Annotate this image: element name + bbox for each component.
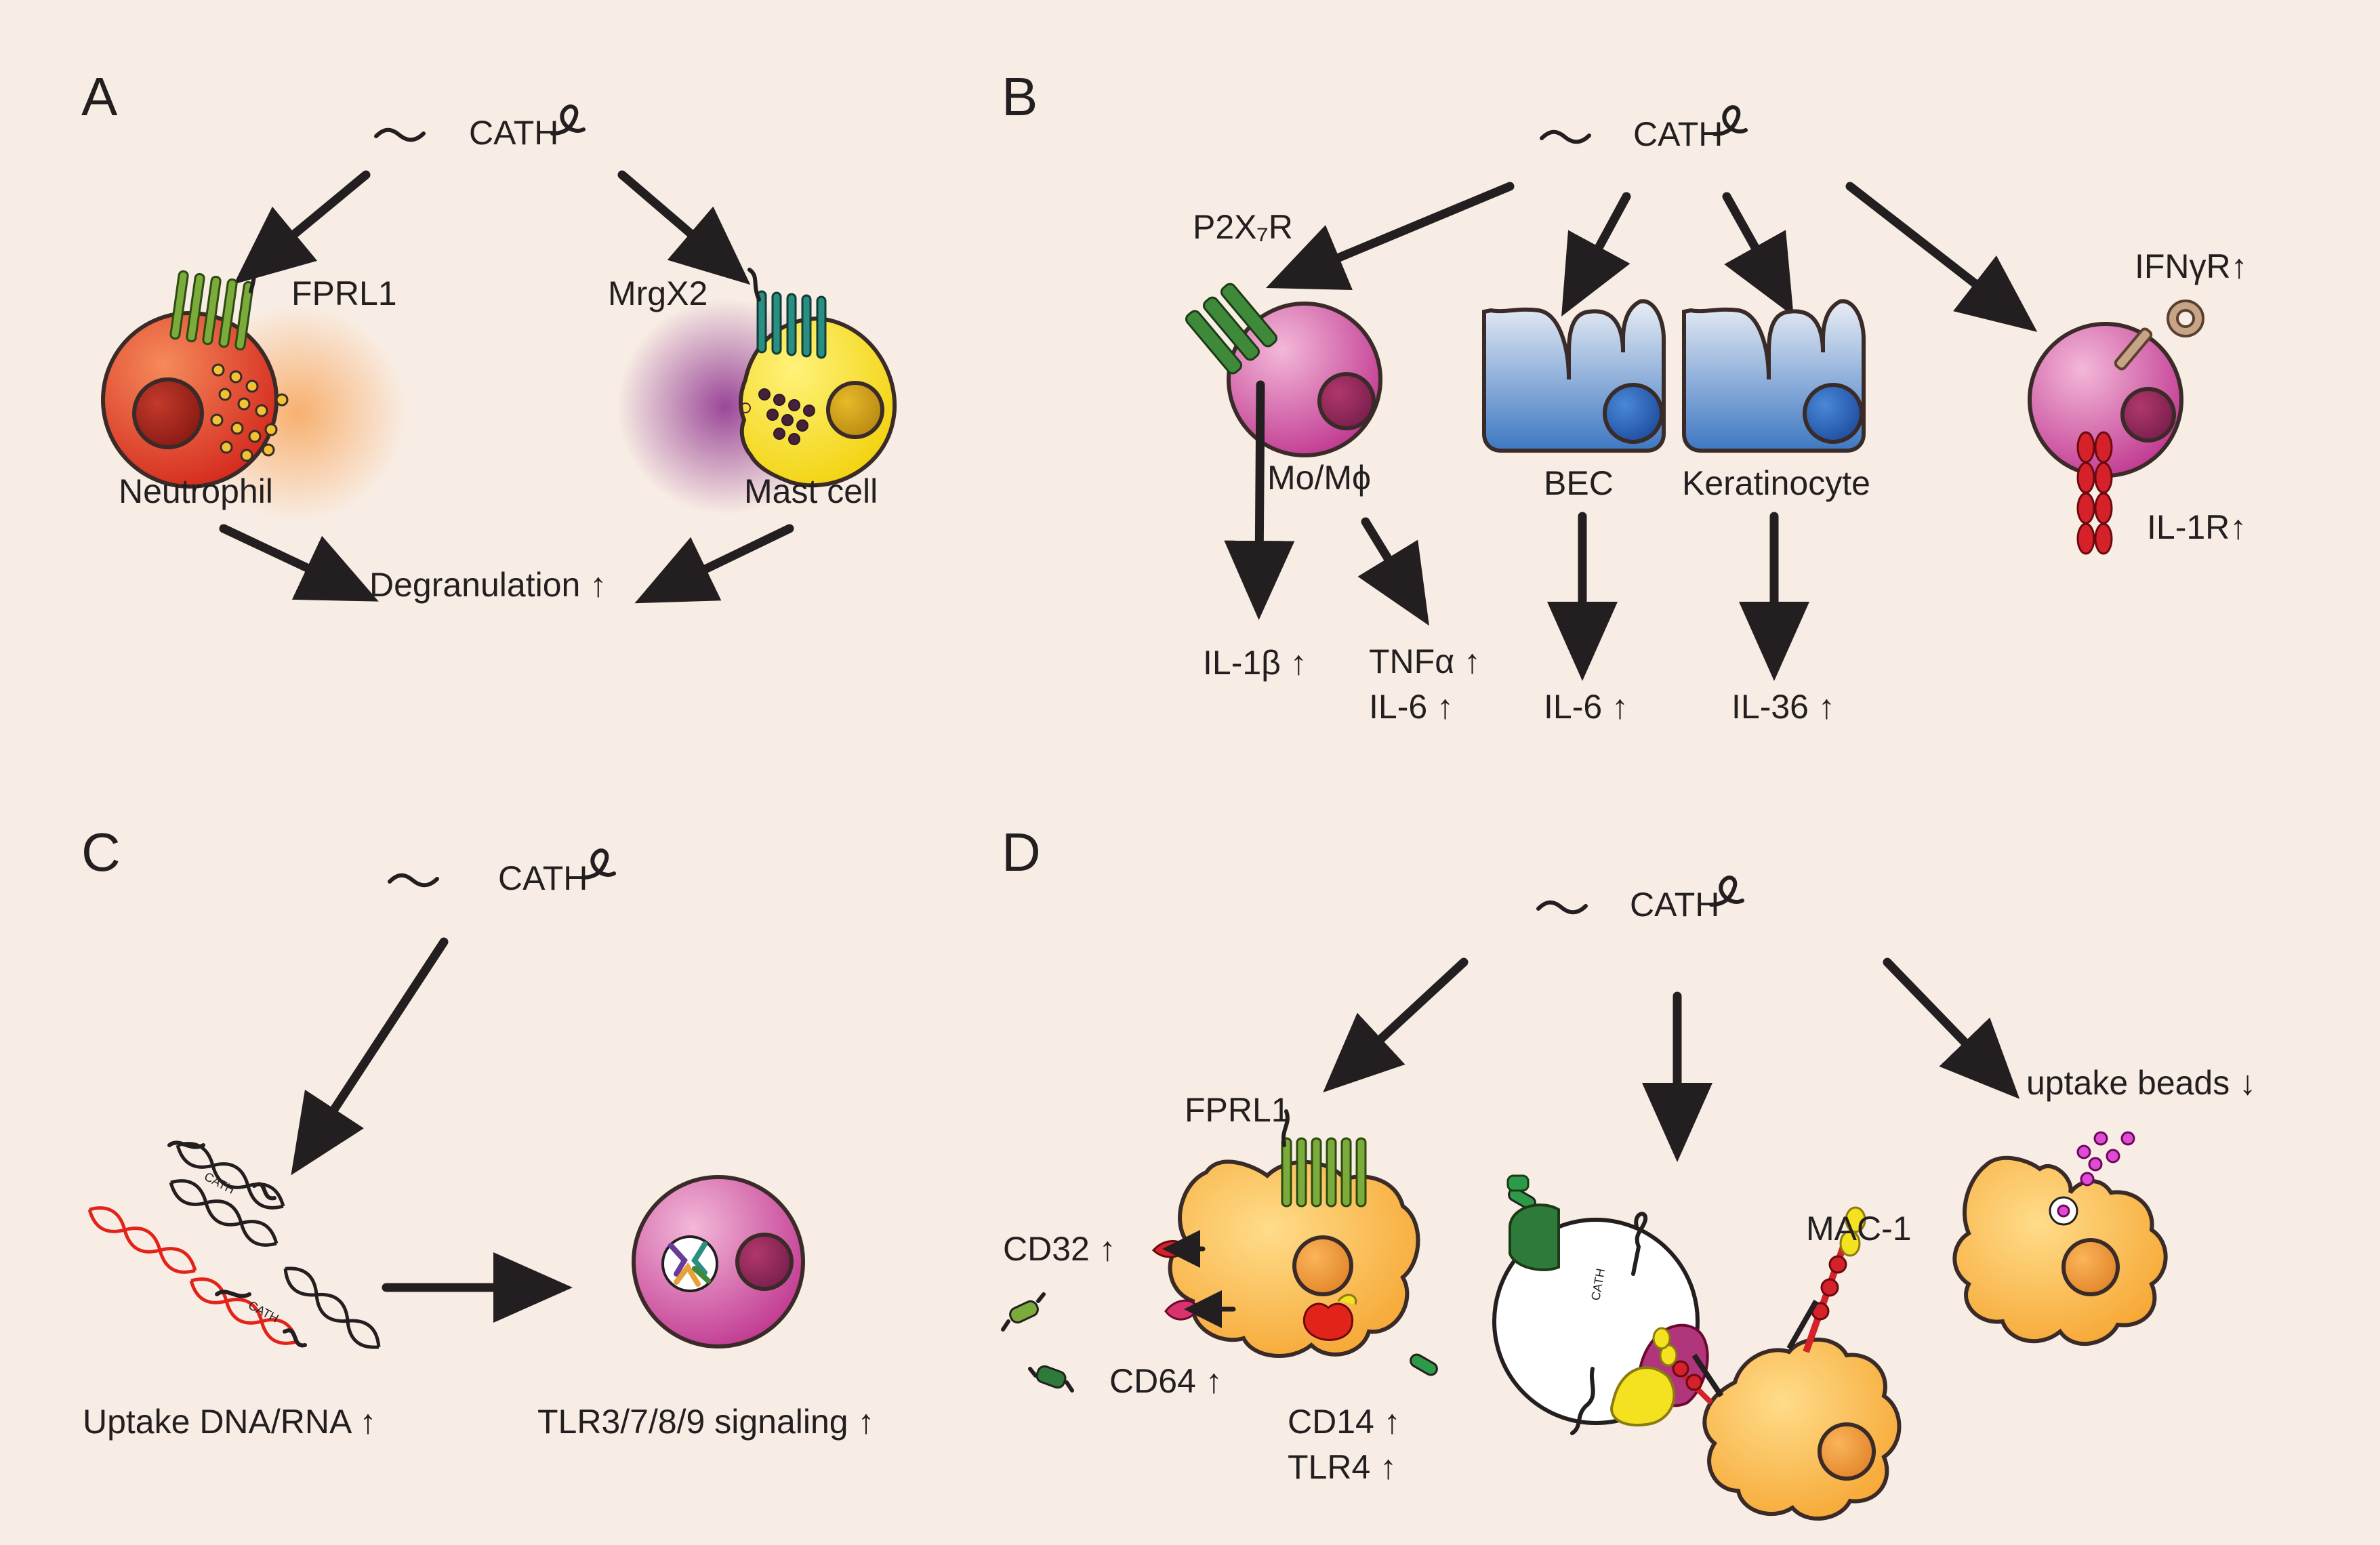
panel-a-letter: A xyxy=(81,66,118,127)
panel-c: C CATH CATH CATH xyxy=(81,822,875,1441)
il36-label: IL-36 ↑ xyxy=(1731,688,1835,726)
arrow-to-nucleic-acids xyxy=(291,937,449,1176)
tlr-signaling-label: TLR3/7/8/9 signaling ↑ xyxy=(537,1403,875,1441)
monocyte-cell-right xyxy=(2028,322,2183,478)
mast-cell xyxy=(739,316,897,488)
fprl1-receptor-icon xyxy=(169,261,262,351)
arrow-to-monocyte xyxy=(1266,182,1515,290)
mrgx2-label: MrgX2 xyxy=(608,274,707,312)
macrophage-cell-right xyxy=(1952,1155,2168,1346)
panel-b-letter: B xyxy=(1002,66,1038,127)
fprl1-receptor-icon xyxy=(1281,1109,1367,1208)
bacteria-icon xyxy=(1001,1187,1536,1393)
peptide-hook-icon xyxy=(283,1328,307,1348)
panel-d: D CATH FPRL1 CD32 ↑ xyxy=(1001,822,2256,1521)
arrow-to-il1b xyxy=(1224,380,1295,620)
panel-a: A CATH FPR xyxy=(81,66,897,604)
cd64-label: CD64 ↑ xyxy=(1109,1362,1223,1400)
cath-label-a: CATH xyxy=(469,114,558,152)
granule-icon xyxy=(740,388,815,445)
tnfa-label: TNFα ↑ xyxy=(1369,642,1481,680)
degranulation-label: Degranulation ↑ xyxy=(369,566,607,604)
mrgx2-receptor-icon xyxy=(747,268,827,359)
il6-bec-label: IL-6 ↑ xyxy=(1544,688,1628,726)
arrow-to-mast-cell xyxy=(617,170,751,285)
dna-helix-icon xyxy=(85,1136,386,1355)
ifngr-receptor-icon xyxy=(2114,300,2204,371)
mono-label: Mo/Mϕ xyxy=(1267,459,1371,497)
bec-cell xyxy=(1482,299,1666,453)
tlr4-label: TLR4 ↑ xyxy=(1288,1448,1397,1486)
arrow-mast-cell-to-degranulation xyxy=(634,524,794,604)
cd32-label: CD32 ↑ xyxy=(1003,1230,1116,1268)
fprl1-label-d: FPRL1 xyxy=(1185,1091,1290,1129)
panel-b: B CATH P2X₇R Mo/Mϕ IL-1β ↑ TNFα ↑ IL-6 ↑ xyxy=(1002,66,2248,726)
arrow-to-tnfa xyxy=(1357,517,1429,626)
arrow-to-macrophage-left xyxy=(1323,957,1469,1093)
tlr-cell xyxy=(632,1175,805,1348)
keratinocyte-label: Keratinocyte xyxy=(1682,464,1870,502)
panel-d-letter: D xyxy=(1002,822,1041,882)
keratinocyte-cell xyxy=(1682,299,1866,453)
neutrophil-label: Neutrophil xyxy=(119,472,273,510)
tlr-receptor-icon xyxy=(668,1241,711,1287)
mac1-label: MAC-1 xyxy=(1806,1210,1912,1248)
granule-icon xyxy=(210,363,289,462)
ifngr-label: IFNγR↑ xyxy=(2135,247,2248,285)
neutrophil-cell xyxy=(101,311,289,489)
il1b-label: IL-1β ↑ xyxy=(1203,644,1307,682)
mast-cell-label: Mast cell xyxy=(744,472,878,510)
il1r-receptor-icon xyxy=(2076,431,2113,555)
uptake-dna-rna-label: Uptake DNA/RNA ↑ xyxy=(83,1403,376,1441)
uptake-beads-label: uptake beads ↓ xyxy=(2026,1064,2256,1102)
fprl1-label: FPRL1 xyxy=(291,274,397,312)
helix-cath-label-1: CATH xyxy=(202,1170,237,1197)
bound-peptide-icon xyxy=(215,1290,251,1298)
macrophage-cell-mac1 xyxy=(1702,1337,1902,1521)
arrow-to-monocyte-right xyxy=(1845,182,2038,332)
bec-label: BEC xyxy=(1544,464,1614,502)
cath-label-d: CATH xyxy=(1630,886,1719,924)
cath-label-b: CATH xyxy=(1633,115,1723,153)
arrow-neutrophil-to-degranulation xyxy=(219,524,379,602)
bead-icon xyxy=(2057,1131,2135,1218)
cd14-label: CD14 ↑ xyxy=(1288,1403,1401,1441)
mac1-receptor-icon xyxy=(1652,1206,1866,1405)
il1r-label: IL-1R↑ xyxy=(2147,508,2246,546)
arrow-to-neutrophil xyxy=(233,170,371,285)
panel-c-letter: C xyxy=(81,822,121,882)
il6-mono-label: IL-6 ↑ xyxy=(1369,688,1454,726)
cath-label-c: CATH xyxy=(498,859,588,897)
peptide-hook-icon xyxy=(252,1182,276,1201)
bound-peptide-icon xyxy=(167,1140,205,1149)
arrow-to-macrophage-right xyxy=(1883,957,2020,1099)
cd14-tlr4-receptor-icon xyxy=(1302,1294,1357,1341)
arrow-to-bec xyxy=(1561,192,1631,317)
macrophage-cell-left xyxy=(1168,1159,1420,1358)
arrow-to-keratinocyte xyxy=(1722,192,1794,316)
p2x7r-receptor-icon xyxy=(1185,283,1278,375)
bead-complex: CATH xyxy=(1492,1174,1709,1435)
p2x7r-label: P2X₇R xyxy=(1193,208,1293,246)
